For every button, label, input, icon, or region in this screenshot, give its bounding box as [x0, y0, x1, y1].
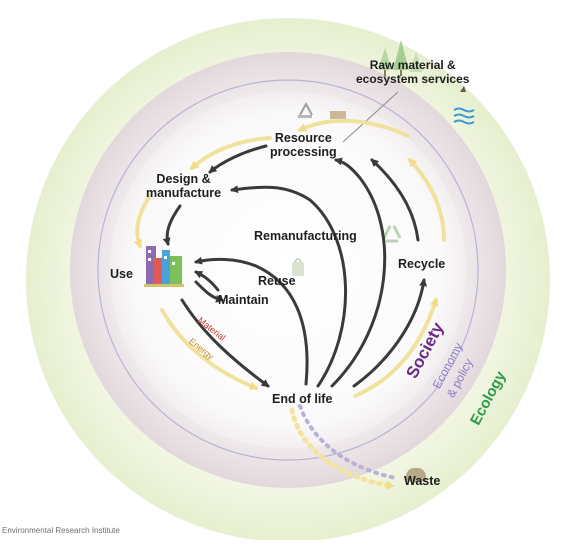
- remanufacturing-label: Remanufacturing: [254, 229, 357, 243]
- reuse-label: Reuse: [258, 274, 296, 288]
- outer-energy-flow: [133, 118, 446, 398]
- design-manufacture-label: Design & manufacture: [146, 172, 221, 200]
- water-icon: [453, 107, 475, 125]
- buildings-icon: [144, 246, 184, 287]
- factory-small-icon: [330, 111, 346, 119]
- waste-bag-icon: [405, 468, 427, 483]
- raw-material-line2: ecosystem services: [356, 72, 470, 86]
- forest-icon: [378, 40, 422, 76]
- bird-icon: [460, 86, 466, 92]
- raw-material-line1: Raw material &: [369, 58, 456, 72]
- maintain-label: Maintain: [218, 293, 269, 307]
- inner-disk: [110, 92, 466, 448]
- source-credit: Environmental Research Institute: [2, 526, 120, 535]
- economy-ring-line: [97, 79, 479, 461]
- resource-processing-line2: processing: [270, 145, 337, 159]
- recycle-label: Recycle: [398, 257, 446, 271]
- design-manufacture-line2: manufacture: [146, 186, 222, 200]
- end-of-life-label: End of life: [272, 392, 333, 406]
- design-manufacture-line1: Design &: [156, 172, 211, 186]
- recycle-icon: [382, 225, 402, 243]
- oil-pump-icon: [298, 101, 313, 118]
- waste-label: Waste: [404, 474, 441, 488]
- waste-flow: [289, 404, 398, 490]
- resource-processing-label: Resource processing: [270, 131, 337, 159]
- raw-material-label: Raw material & ecosystem services: [356, 58, 469, 86]
- resource-processing-line1: Resource: [274, 131, 332, 145]
- shopping-bag-icon: [292, 258, 304, 276]
- use-label: Use: [110, 267, 133, 281]
- callout-line: [342, 91, 399, 143]
- main-flow-arrows: [162, 144, 428, 388]
